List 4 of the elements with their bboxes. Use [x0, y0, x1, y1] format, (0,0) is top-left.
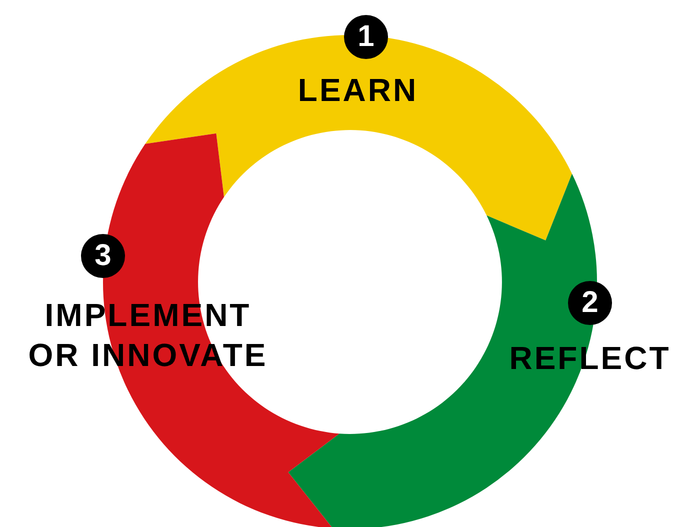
step-label: LEARN — [296, 71, 420, 110]
step-number: 2 — [568, 281, 612, 325]
step-number: 3 — [81, 234, 125, 278]
step-number: 1 — [344, 15, 388, 59]
